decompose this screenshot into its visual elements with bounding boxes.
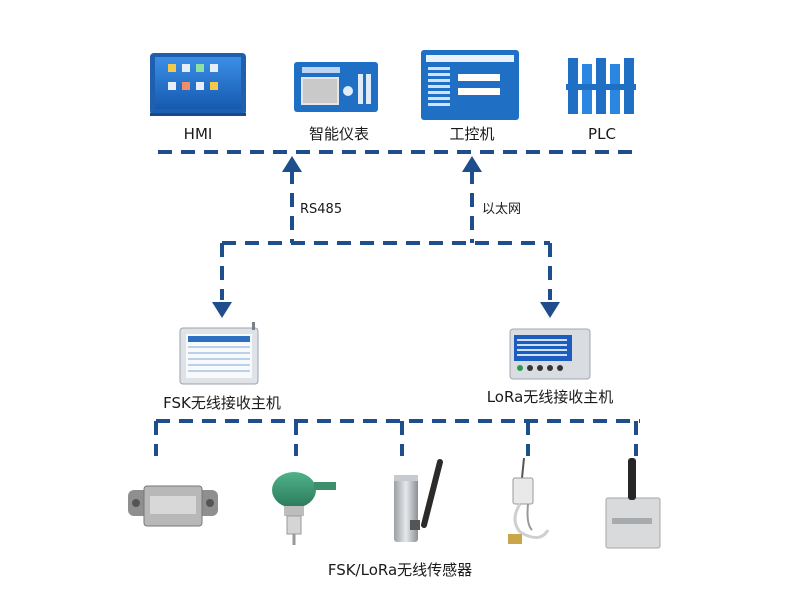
gas-sensor-icon xyxy=(272,472,336,545)
industrial-pc-label: 工控机 xyxy=(449,125,495,143)
lora-receiver-label: LoRa无线接收主机 xyxy=(486,388,614,406)
fsk-receiver-icon xyxy=(179,322,259,385)
ethernet-label: 以太网 xyxy=(482,202,522,217)
connector-lines xyxy=(154,150,640,456)
smart-meter-icon xyxy=(294,62,378,112)
fsk-receiver-label: FSK无线接收主机 xyxy=(163,394,281,412)
rs485-label: RS485 xyxy=(300,202,343,217)
arrow-down-fsk xyxy=(212,302,232,318)
clamp-temperature-sensor-icon xyxy=(508,457,550,544)
strain-sensor-icon xyxy=(128,485,218,527)
industrial-pc-icon xyxy=(421,50,519,120)
hmi-label: HMI xyxy=(183,125,213,143)
box-antenna-sensor-icon xyxy=(605,458,661,549)
arrow-up-ethernet xyxy=(462,156,482,172)
plc-icon xyxy=(566,58,636,114)
lora-receiver-icon xyxy=(509,328,591,380)
smart-meter-label: 智能仪表 xyxy=(308,125,370,143)
hmi-touch-panel-icon xyxy=(150,53,246,116)
arrow-heads xyxy=(212,156,560,318)
cylinder-antenna-sensor-icon xyxy=(394,459,443,542)
arrow-up-rs485 xyxy=(282,156,302,172)
plc-label: PLC xyxy=(588,125,616,143)
arrow-down-lora xyxy=(540,302,560,318)
sensors-label: FSK/LoRa无线传感器 xyxy=(327,561,473,579)
